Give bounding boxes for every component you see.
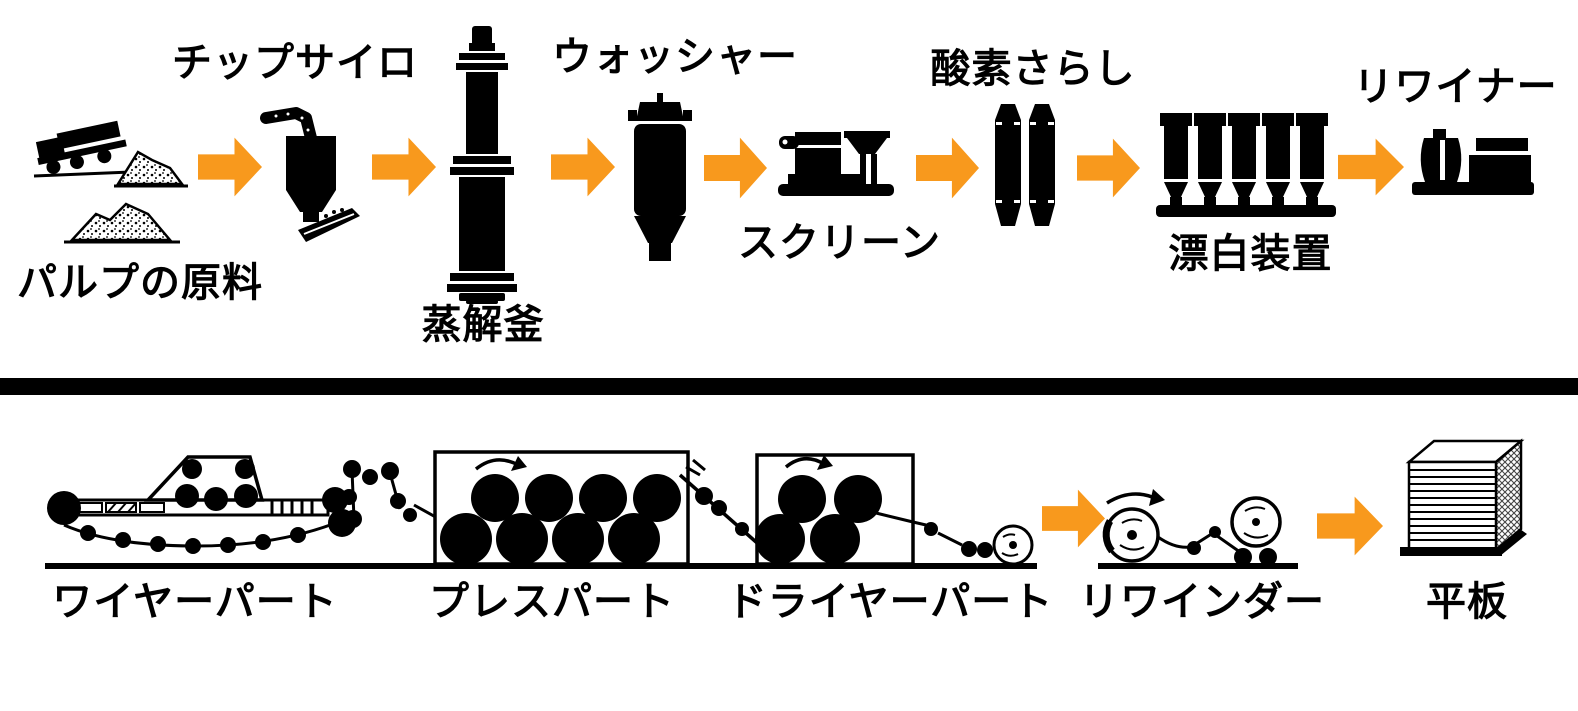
label-oxygen-bleaching: 酸素さらし [930,46,1136,91]
flow-arrow [1338,138,1404,196]
chip-silo-icon [260,107,360,242]
press-dryer-transfer-icon [678,458,766,551]
rewind-reel [1230,496,1282,566]
winder-machine-icon [1412,129,1534,195]
flow-arrow [551,137,615,197]
washer-vessel-icon [628,93,692,261]
bleach-tower [1160,113,1192,205]
bleach-tower [1296,113,1328,205]
transfer-rolls-icon [327,460,469,537]
truck-and-chip-piles-icon [33,120,188,244]
rewinder-reels-icon [1098,489,1298,569]
label-pulp-raw-material: パルプの原料 [17,260,263,305]
press-part-icon [433,450,690,566]
bleach-tower [1262,113,1294,205]
label-press-part: プレスパート [429,579,675,624]
five-tower-icon [1156,113,1336,217]
chip-pile [115,150,185,186]
machine-floor-line [1098,563,1298,569]
section-divider [0,378,1578,395]
twin-tower-icon [995,104,1055,226]
flow-arrow [704,137,767,199]
bleach-tower [1228,113,1260,205]
machine-floor-line [45,563,1037,569]
label-rewinder: リワインダー [1079,579,1325,624]
label-rewinder-top: リワイナー [1353,64,1558,109]
flow-arrow [916,137,979,199]
calender-and-reel-icon [912,520,1034,566]
dryer-part-icon [755,453,915,566]
tower [995,104,1021,226]
digester-tower-icon [447,26,517,304]
chip-pile [69,202,173,242]
label-chip-silo: チップサイロ [172,40,418,85]
tower [1029,104,1055,226]
bleach-tower [1194,113,1226,205]
label-digester: 蒸解釜 [421,302,545,347]
label-wire-part: ワイヤーパート [52,579,338,624]
label-screen: スクリーン [738,220,941,265]
sheet-stack-icon [1400,438,1527,556]
wire-part-icon [47,455,356,554]
flow-arrow [1317,496,1383,556]
screen-machine-icon [778,131,894,196]
label-bleaching-plant: 漂白装置 [1168,231,1333,276]
unwind-reel [1102,489,1165,563]
flow-arrow [198,137,262,197]
flow-arrow [1077,138,1140,198]
paper-machine-icon [45,450,1037,569]
label-flat-sheets: 平板 [1426,579,1508,624]
label-washer: ウォッシャー [552,34,798,79]
chip-truck [35,120,127,174]
flow-arrow [372,137,436,197]
label-dryer-part: ドライヤーパート [726,579,1054,624]
